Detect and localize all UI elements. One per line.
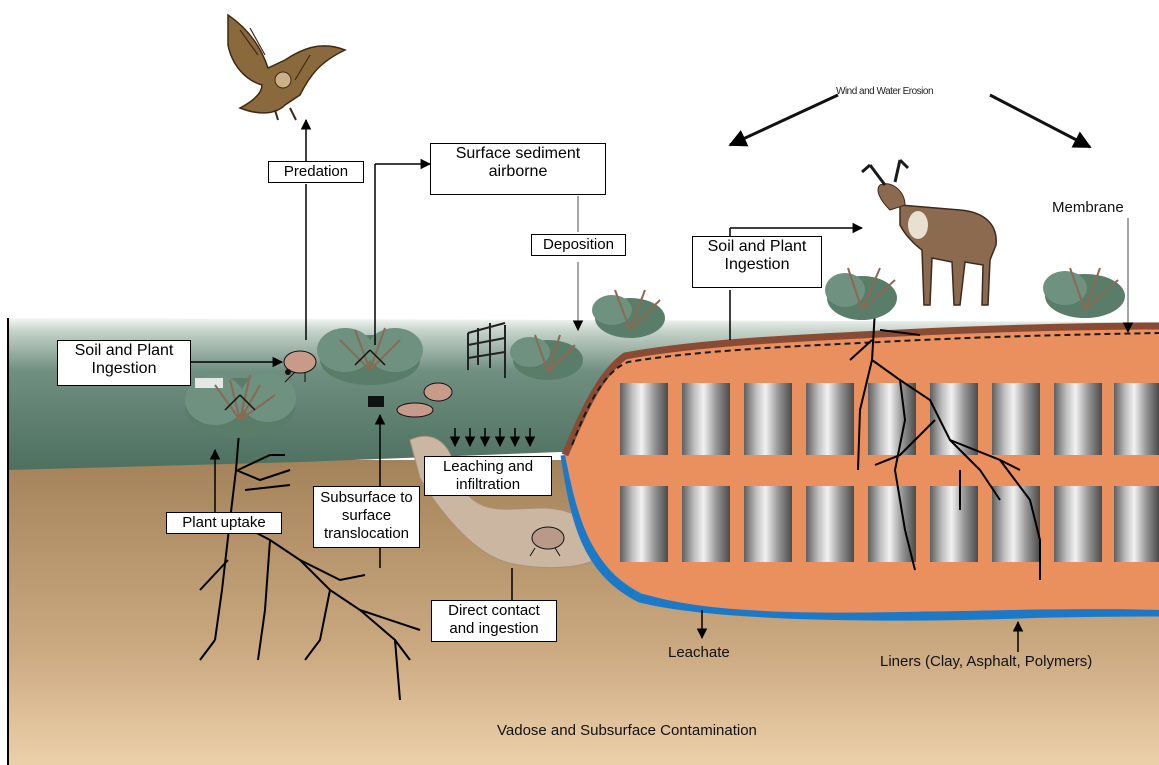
vadose-label: Vadose and Subsurface Contamination <box>497 722 757 739</box>
predation-label: Predation <box>284 163 348 180</box>
leachate-label: Leachate <box>668 644 730 661</box>
shrub-icon <box>317 328 423 385</box>
drum-icon <box>806 486 854 562</box>
leaching-label: Leaching and infiltration <box>443 458 533 493</box>
drum-icon <box>620 486 668 562</box>
drum-icon <box>992 383 1040 455</box>
drum-icon <box>744 383 792 455</box>
shrub-icon <box>825 268 897 320</box>
deposition-label: Deposition <box>543 236 614 253</box>
wind-water-erosion-label: Wind and Water Erosion <box>836 86 933 97</box>
hawk-icon <box>228 15 345 120</box>
liners-label: Liners (Clay, Asphalt, Polymers) <box>880 653 1092 670</box>
drum-icon <box>1054 486 1102 562</box>
drum-icon <box>744 486 792 562</box>
drum-icon <box>1114 383 1159 455</box>
subsurface-label: Subsurface to surface translocation <box>320 489 413 542</box>
drum-icon <box>868 486 916 562</box>
erosion-arrows <box>730 95 1090 147</box>
direct-contact-label: Direct contact and ingestion <box>448 602 540 637</box>
direct-contact-box: Direct contact and ingestion <box>431 600 557 642</box>
drum-icon <box>620 383 668 455</box>
drum-icon <box>682 486 730 562</box>
soil-plant-left-label: Soil and Plant Ingestion <box>75 342 174 377</box>
drum-row-bottom <box>620 486 1159 562</box>
drum-icon <box>868 383 916 455</box>
drum-icon <box>1054 383 1102 455</box>
soil-plant-right-label: Soil and Plant Ingestion <box>708 238 807 273</box>
landfill-cap <box>565 326 1159 613</box>
leaching-box: Leaching and infiltration <box>424 456 552 496</box>
soil-plant-right-box: Soil and Plant Ingestion <box>692 236 822 288</box>
drum-icon <box>682 383 730 455</box>
surface-sediment-box: Surface sediment airborne <box>430 143 606 195</box>
shrub-icon <box>1043 268 1125 318</box>
soil-plant-left-box: Soil and Plant Ingestion <box>57 340 191 386</box>
deposition-box: Deposition <box>531 234 626 256</box>
membrane-label: Membrane <box>1052 199 1124 216</box>
surface-sediment-label: Surface sediment airborne <box>456 145 581 180</box>
plant-uptake-label: Plant uptake <box>182 514 265 531</box>
subsurface-box: Subsurface to surface translocation <box>313 486 420 548</box>
plant-uptake-box: Plant uptake <box>166 512 282 534</box>
drum-icon <box>1114 486 1159 562</box>
drum-icon <box>806 383 854 455</box>
drum-row-top <box>620 383 1159 455</box>
drum-icon <box>930 486 978 562</box>
predation-box: Predation <box>268 161 364 183</box>
shrub-icon <box>185 374 296 438</box>
